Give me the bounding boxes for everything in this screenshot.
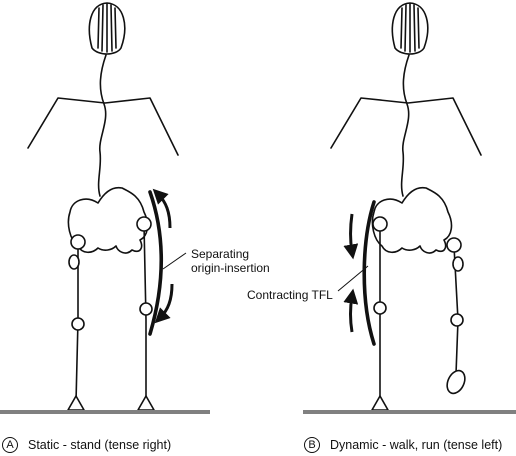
figure-a-annotation-line2: origin-insertion [191, 261, 270, 275]
figure-b-right-hip-joint [446, 237, 462, 253]
figure-a-arrow-up [152, 188, 172, 229]
figure-b-right-foot [446, 369, 466, 395]
figure-a-right-hip-joint [136, 216, 152, 232]
figure-a [27, 2, 179, 411]
figure-a-annotation-line1: Separating [191, 247, 250, 261]
figure-b-arrow-up [343, 288, 359, 333]
caption-b-text: Dynamic - walk, run (tense left) [330, 438, 503, 452]
figure-b-left-hip-joint [372, 216, 388, 232]
figure-b-shoulders [330, 97, 482, 156]
figure-a-left-knee-joint [71, 317, 85, 331]
caption-b-letter: B [304, 437, 320, 453]
figure-a-left-foot [67, 395, 85, 411]
figure-a-right-leg [143, 223, 147, 403]
figure-a-arrow-down [154, 283, 174, 324]
figure-b-tfl-muscle [362, 200, 376, 346]
figure-b-left-foot [371, 395, 389, 411]
figure-b [330, 2, 482, 411]
figure-a-spine [97, 54, 107, 197]
figure-b-head [391, 2, 429, 55]
figure-b-spine [400, 54, 410, 197]
figure-a-right-knee-joint [139, 302, 153, 316]
figure-b-left-knee-joint [373, 301, 387, 315]
caption-a-text: Static - stand (tense right) [28, 438, 172, 452]
figure-b-arrow-down [343, 213, 359, 260]
figure-a-left-hip-joint [70, 234, 86, 250]
ground-line-b [303, 410, 516, 414]
figure-b-pelvis [371, 186, 453, 254]
caption-a: A Static - stand (tense right) [2, 436, 171, 454]
caption-a-letter: A [2, 437, 18, 453]
figure-b-right-knee-joint [450, 313, 464, 327]
figure-a-right-foot [137, 395, 155, 411]
figure-a-head [88, 2, 126, 55]
figure-b-annotation: Contracting TFL [247, 288, 333, 302]
figure-a-shoulders [27, 97, 179, 156]
figure-a-leader-line [162, 252, 187, 270]
figure-a-annotation: Separating origin-insertion [191, 247, 270, 275]
figure-a-pelvis [67, 186, 149, 254]
figure-b-leader-line [337, 265, 369, 292]
ground-line-a [0, 410, 210, 414]
caption-b: B Dynamic - walk, run (tense left) [304, 436, 502, 454]
